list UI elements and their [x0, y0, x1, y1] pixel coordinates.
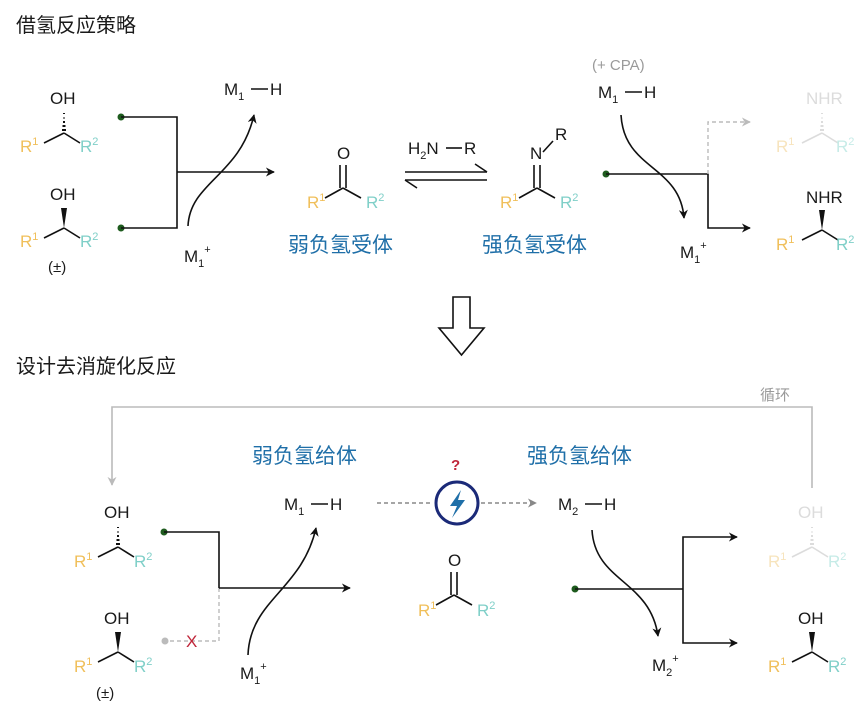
svg-text:H: H: [270, 80, 282, 99]
top-alcohol-r: OH R1 R2 (±): [20, 185, 98, 276]
svg-text:R1: R1: [768, 551, 786, 571]
svg-text:H2N: H2N: [408, 139, 439, 162]
svg-text:N: N: [530, 144, 542, 163]
blocked-node: [161, 637, 169, 645]
svg-text:OH: OH: [104, 609, 130, 628]
svg-text:NHR: NHR: [806, 89, 843, 108]
svg-text:R2: R2: [366, 192, 384, 212]
weak-donor-label: 弱负氢给体: [252, 444, 357, 468]
svg-text:OH: OH: [104, 503, 130, 522]
svg-text:M1: M1: [598, 83, 618, 106]
svg-text:M2: M2: [558, 495, 578, 518]
bottom-alcohol-minor: OH R1 R2: [768, 503, 846, 571]
condensation-equilibrium: H2N R: [404, 139, 488, 189]
title-top: 借氢反应策略: [16, 13, 136, 37]
imine: R N R1 R2: [500, 125, 578, 212]
svg-text:M2+: M2+: [652, 653, 679, 679]
racemic-label-top: (±): [48, 259, 66, 276]
top-alcohol-s: OH R1 R2: [20, 89, 98, 156]
svg-text:R2: R2: [80, 231, 98, 251]
title-bottom: 设计去消旋化反应: [16, 354, 176, 378]
svg-text:R2: R2: [828, 656, 846, 676]
svg-text:NHR: NHR: [806, 188, 843, 207]
svg-text:OH: OH: [50, 185, 76, 204]
svg-text:M1+: M1+: [184, 244, 211, 270]
svg-text:M1: M1: [224, 80, 246, 103]
bottom-alcohol-s: OH R1 R2: [74, 503, 152, 571]
svg-text:R1: R1: [307, 192, 325, 212]
hollow-down-arrow-icon: [437, 296, 486, 357]
svg-text:R1: R1: [74, 656, 92, 676]
svg-text:OH: OH: [50, 89, 76, 108]
svg-text:M1: M1: [284, 495, 304, 518]
svg-text:R1: R1: [776, 234, 794, 254]
svg-text:R2: R2: [560, 192, 578, 212]
top-amine-major: NHR R1 R2: [776, 188, 854, 254]
svg-text:R1: R1: [74, 551, 92, 571]
svg-text:R2: R2: [836, 234, 854, 254]
svg-text:R: R: [464, 139, 476, 158]
svg-text:H: H: [604, 495, 616, 514]
svg-text:M1+: M1+: [240, 661, 267, 687]
svg-text:R2: R2: [828, 551, 846, 571]
racemic-label-bottom: (±): [96, 685, 114, 702]
svg-text:H: H: [330, 495, 342, 514]
svg-text:R2: R2: [134, 551, 152, 571]
svg-text:R1: R1: [20, 136, 38, 156]
svg-text:R1: R1: [776, 136, 794, 156]
weak-acceptor-label: 弱负氢受体: [288, 233, 393, 257]
strong-acceptor-label: 强负氢受体: [482, 233, 587, 257]
cpa-label: (+ CPA): [592, 57, 645, 74]
strong-donor-label: 强负氢给体: [527, 444, 632, 468]
blocked-x-icon: X: [186, 632, 197, 651]
svg-text:O: O: [337, 144, 350, 163]
svg-text:O: O: [448, 551, 461, 570]
cycle-label: 循环: [760, 386, 790, 404]
svg-text:R2: R2: [134, 656, 152, 676]
lightning-bolt-icon: [450, 490, 465, 518]
bottom-ketone: O R1 R2: [418, 551, 495, 620]
question-mark: ?: [451, 457, 460, 474]
bottom-oxidation-arrow: X M1+: [160, 527, 351, 687]
recycle-loop: 循环: [107, 386, 813, 488]
photo-conversion: ?: [377, 457, 537, 526]
weak-donor-m1h: M1 H: [284, 495, 342, 518]
svg-text:M1+: M1+: [680, 240, 707, 266]
svg-text:R1: R1: [20, 231, 38, 251]
top-ketone: O R1 R2: [307, 144, 384, 212]
svg-text:R1: R1: [768, 656, 786, 676]
bottom-alcohol-major: OH R1 R2: [768, 609, 846, 676]
top-oxidation-arrow: M1 H M1+: [117, 80, 282, 270]
svg-text:R2: R2: [836, 136, 854, 156]
top-amine-minor: NHR R1 R2: [776, 89, 854, 156]
top-reduction-arrow: (+ CPA) M1 H M1+: [592, 57, 751, 266]
svg-text:OH: OH: [798, 503, 824, 522]
bottom-alcohol-r: OH R1 R2 (±): [74, 609, 152, 702]
svg-text:R2: R2: [477, 600, 495, 620]
strong-donor-m2h: M2 H: [558, 495, 616, 518]
bottom-reduction-arrow: M2+: [571, 529, 738, 679]
svg-text:R1: R1: [418, 600, 436, 620]
svg-text:R: R: [555, 125, 567, 144]
svg-text:OH: OH: [798, 609, 824, 628]
svg-text:H: H: [644, 83, 656, 102]
svg-text:R1: R1: [500, 192, 518, 212]
svg-text:R2: R2: [80, 136, 98, 156]
